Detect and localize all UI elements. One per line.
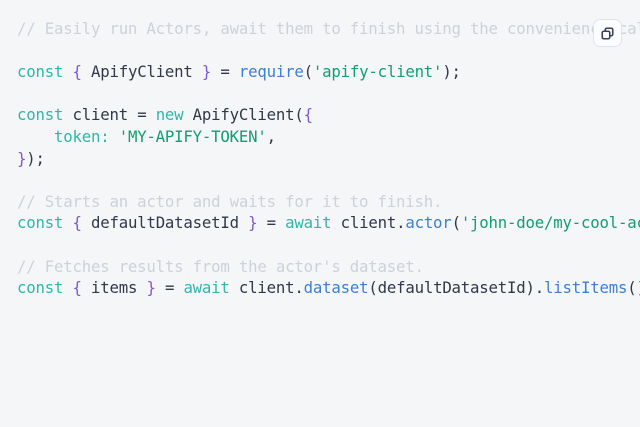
code-token-plain: [109, 127, 118, 146]
code-token-plain: client =: [63, 105, 156, 125]
code-line: const client = new ApifyClient({: [17, 104, 640, 126]
code-token-plain: items: [81, 278, 147, 298]
code-line: // Easily run Actors, await them to fini…: [17, 18, 640, 40]
code-token-plain: );: [442, 62, 461, 82]
code-token-keyword: await: [183, 278, 230, 298]
code-token-plain: client.: [331, 213, 406, 233]
code-token-plain: (: [451, 213, 461, 233]
code-token-comment: // Easily run Actors, await them to fini…: [17, 19, 640, 38]
code-token-brace: }: [146, 278, 156, 298]
code-token-keyword: const: [17, 62, 64, 82]
code-token-string: 'john-doe/my-cool-actor': [460, 213, 640, 233]
code-token-keyword: await: [285, 213, 332, 233]
code-token-function: require: [238, 62, 304, 82]
code-content: // Easily run Actors, await them to fini…: [17, 18, 640, 299]
code-token-plain: defaultDatasetId: [81, 213, 249, 233]
code-line: });: [17, 148, 640, 170]
code-token-brace: }: [201, 62, 212, 82]
code-token-brace: }: [248, 213, 258, 233]
code-token-comment: // Starts an actor and waits for it to f…: [17, 191, 443, 211]
code-token-plain: =: [155, 278, 184, 298]
code-token-keyword: const: [17, 278, 64, 298]
code-token-brace: {: [303, 105, 313, 125]
code-line: // Starts an actor and waits for it to f…: [17, 191, 640, 213]
code-line: token: 'MY-APIFY-TOKEN',: [17, 126, 640, 148]
code-line: const { items } = await client.dataset(d…: [17, 277, 640, 299]
code-token-keyword: token:: [53, 126, 110, 146]
code-token-plain: ApifyClient: [81, 62, 202, 82]
code-line: const { ApifyClient } = require('apify-c…: [17, 61, 640, 83]
code-token-function: dataset: [303, 278, 369, 298]
code-token-plain: =: [211, 62, 239, 82]
code-token-plain: [17, 127, 54, 146]
code-token-keyword: const: [17, 105, 64, 125]
code-token-function: listItems: [544, 278, 628, 298]
code-token-plain: ,: [266, 126, 276, 146]
code-token-plain: client.: [229, 278, 304, 298]
code-line: [17, 169, 640, 191]
code-token-string: 'apify-client': [312, 62, 443, 82]
code-line: [17, 83, 640, 105]
code-line: [17, 40, 640, 62]
code-line: // Fetches results from the actor's data…: [17, 256, 640, 278]
code-token-function: actor: [405, 213, 452, 233]
code-token-brace: {: [72, 62, 82, 82]
code-token-plain: ApifyClient(: [183, 105, 304, 125]
code-token-plain: );: [26, 148, 45, 168]
code-token-brace: }: [17, 148, 27, 168]
code-token-keyword: new: [155, 105, 184, 125]
code-token-keyword: const: [17, 213, 64, 233]
code-token-plain: =: [257, 213, 286, 233]
code-token-string: 'MY-APIFY-TOKEN': [118, 126, 267, 146]
code-token-plain: (defaultDatasetId).: [368, 278, 545, 298]
code-token-plain: ();: [627, 278, 640, 298]
code-token-brace: {: [72, 278, 82, 298]
code-token-brace: {: [72, 213, 82, 233]
code-token-comment: // Fetches results from the actor's data…: [17, 256, 424, 276]
code-line: [17, 234, 640, 256]
copy-button[interactable]: [593, 19, 622, 47]
code-line: const { defaultDatasetId } = await clien…: [17, 212, 640, 234]
copy-icon: [601, 26, 614, 40]
code-token-plain: (: [303, 62, 313, 82]
